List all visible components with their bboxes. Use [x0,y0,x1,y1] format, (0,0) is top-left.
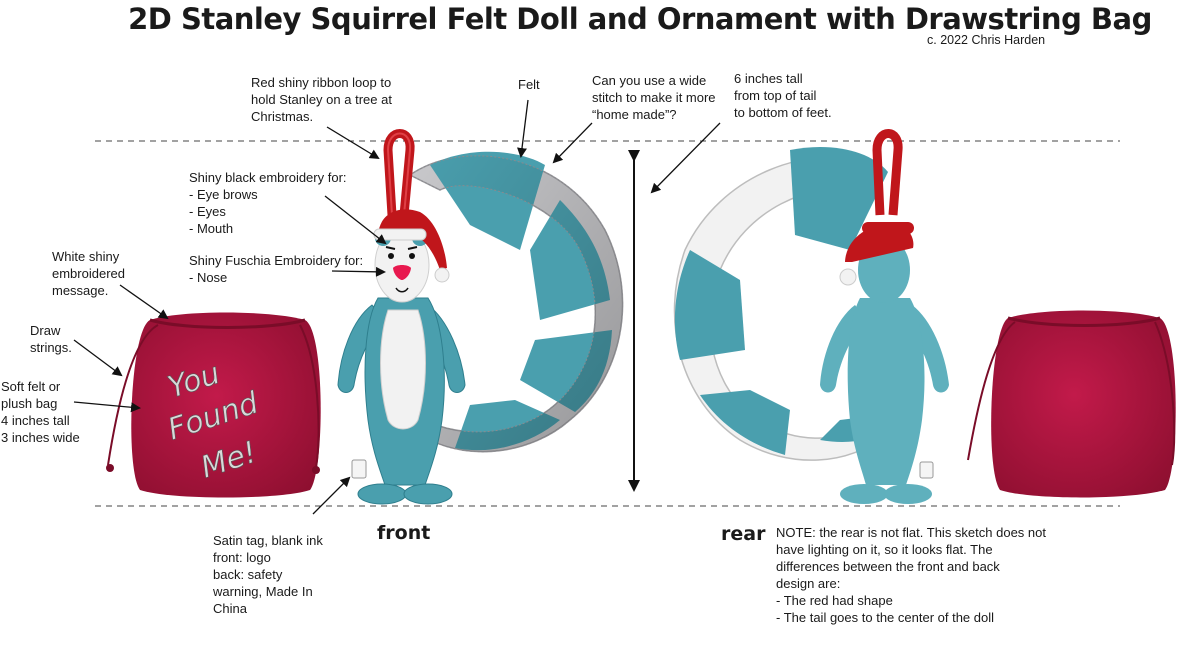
arrow-felt [517,99,529,158]
annotation-draw-strings: Draw strings. [30,323,72,355]
annotation-rear-note: NOTE: the rear is not flat. This sketch … [776,525,1046,625]
arrow-draw-strings [73,339,123,377]
front-squirrel [337,209,466,505]
front-tail [408,151,624,453]
annotation-height: 6 inches tall from top of tail to bottom… [734,71,832,120]
copyright: c. 2022 Chris Harden [927,33,1046,47]
annotation-bag-size: Soft felt or plush bag 4 inches tall 3 i… [1,379,80,445]
arrow-white-message [119,284,169,320]
arrow-fuschia-embroidery [331,266,386,277]
arrow-black-embroidery [324,195,387,245]
arrow-ribbon [326,126,380,160]
rear-squirrel [820,222,949,504]
annotation-black-embroidery: Shiny black embroidery for: - Eye brows … [189,170,347,236]
arrow-satin-tag [312,476,351,515]
annotation-fuschia-embroidery: Shiny Fuschia Embroidery for: - Nose [189,253,364,285]
arrow-stitch [552,122,593,164]
page-title: 2D Stanley Squirrel Felt Doll and Orname… [128,2,1152,36]
annotation-white-message: White shiny embroidered message. [52,249,125,298]
annotation-ribbon: Red shiny ribbon loop to hold Stanley on… [251,75,392,124]
rear-ribbon [872,129,903,216]
arrow-height [650,122,721,194]
annotation-felt: Felt [518,77,540,92]
annotation-stitch: Can you use a wide stitch to make it mor… [592,73,716,122]
front-ribbon [383,129,415,216]
front-view-label: front [377,522,431,544]
arrow-bag-size [73,401,141,413]
rear-view-label: rear [721,523,766,545]
rear-tail [673,146,888,461]
front-bag: You Found Me! [106,312,321,498]
rear-bag [967,310,1176,498]
annotation-satin-tag: Satin tag, blank ink front: logo back: s… [213,533,323,616]
